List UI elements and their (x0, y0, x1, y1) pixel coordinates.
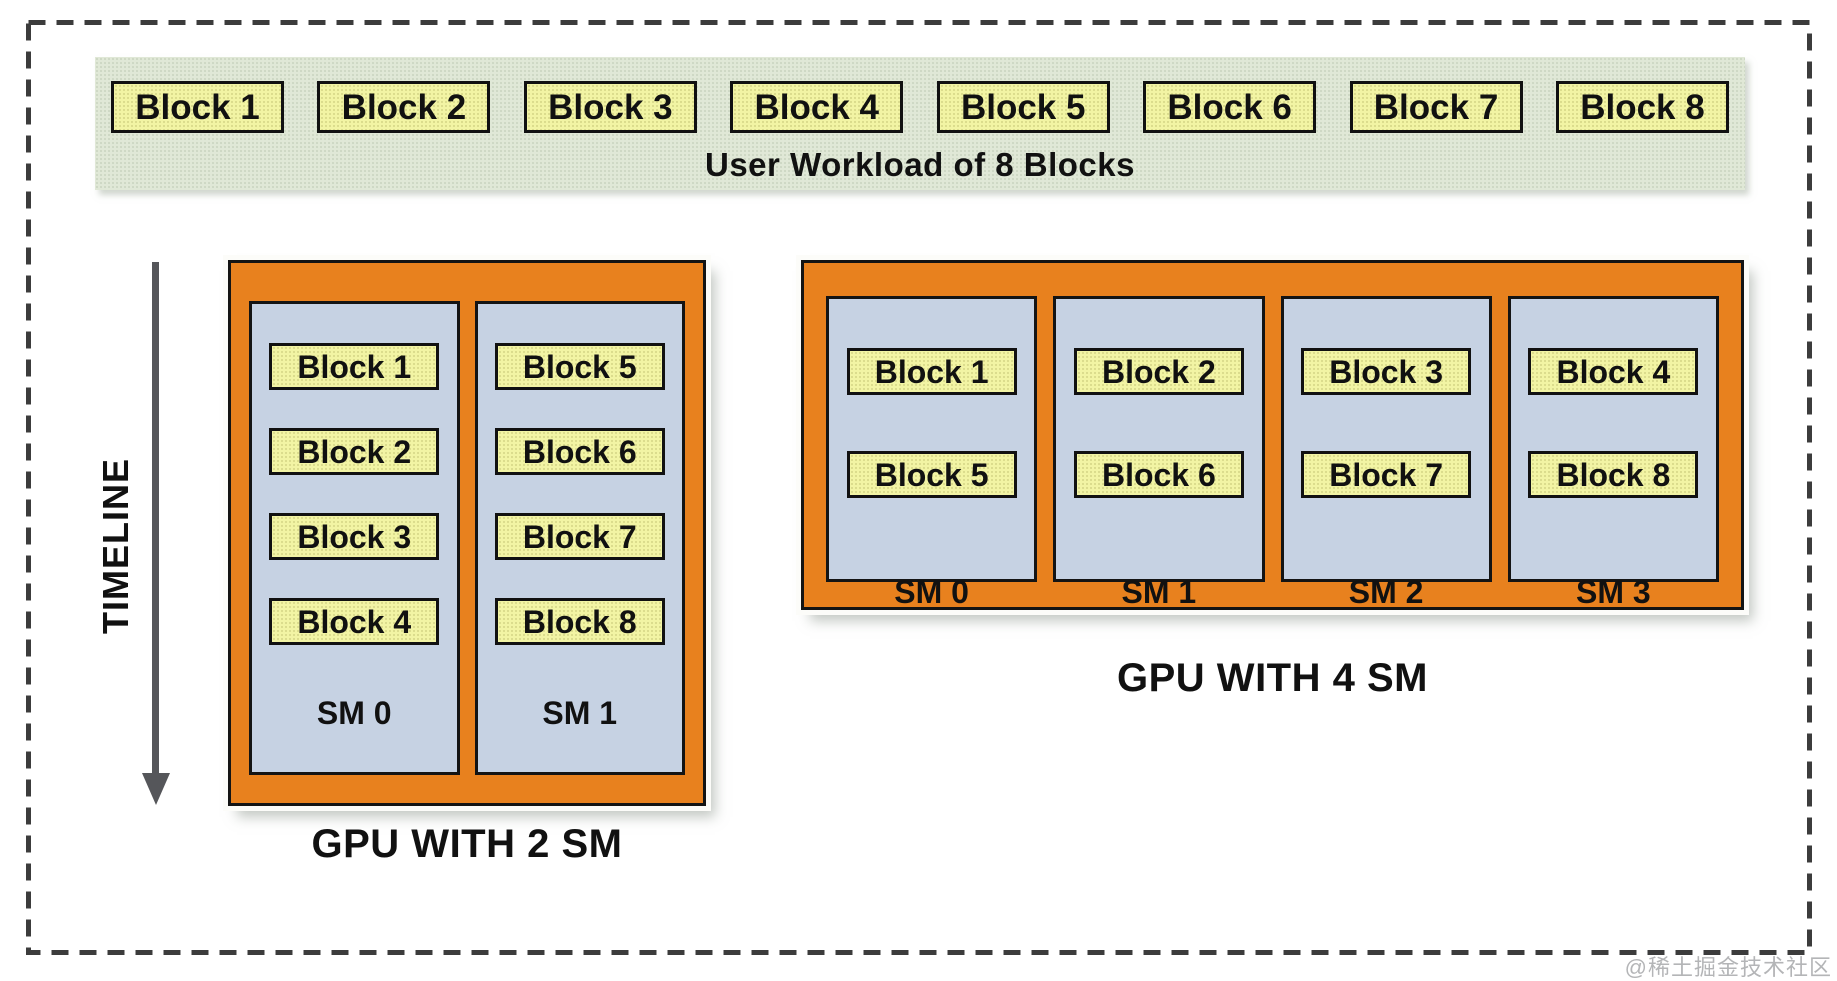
sm-block: Block 4 (1528, 348, 1699, 395)
workload-block: Block 8 (1555, 81, 1729, 133)
workload-banner: Block 1 Block 2 Block 3 Block 4 Block 5 … (95, 57, 1745, 190)
sm-block: Block 7 (494, 513, 665, 560)
sm-block: Block 6 (494, 428, 665, 475)
gpu-4sm-box: Block 1 Block 5 SM 0 Block 2 Block 6 SM … (801, 260, 1744, 610)
timeline-arrow-line (152, 262, 159, 773)
sm-label: SM 2 (1348, 574, 1424, 610)
sm-column-1: Block 2 Block 6 SM 1 (1053, 296, 1265, 608)
sm-label: SM 0 (894, 574, 969, 610)
gpu-2sm-box: Block 1 Block 2 Block 3 Block 4 SM 0 Blo… (228, 260, 706, 806)
sm-label: SM 1 (1121, 574, 1197, 610)
workload-block: Block 7 (1349, 81, 1523, 133)
sm-block: Block 3 (1301, 348, 1472, 395)
workload-block: Block 6 (1143, 81, 1317, 133)
sm-block: Block 5 (494, 343, 665, 390)
sm-block: Block 1 (846, 348, 1017, 395)
sm-column-3: Block 4 Block 8 SM 3 (1507, 296, 1719, 608)
timeline-label: TIMELINE (95, 458, 136, 634)
sm-block: Block 2 (269, 428, 440, 475)
arrow-down-icon (142, 773, 170, 805)
gpu-4sm-caption: GPU WITH 4 SM (1117, 656, 1428, 700)
workload-block: Block 1 (111, 81, 284, 133)
workload-block: Block 4 (730, 81, 904, 133)
sm-column-2: Block 3 Block 7 SM 2 (1280, 296, 1492, 608)
workload-block: Block 5 (936, 81, 1110, 133)
sm-block: Block 2 (1073, 348, 1244, 395)
sm-block: Block 6 (1073, 451, 1244, 498)
workload-blocks-row: Block 1 Block 2 Block 3 Block 4 Block 5 … (95, 57, 1745, 133)
sm-column-0: Block 1 Block 5 SM 0 (826, 296, 1038, 608)
watermark: @稀土掘金技术社区 (1624, 955, 1832, 980)
sm-label: SM 0 (316, 695, 392, 731)
workload-block: Block 3 (523, 81, 697, 133)
sm-block: Block 7 (1301, 451, 1472, 498)
sm-block: Block 3 (269, 513, 440, 560)
workload-block: Block 2 (317, 81, 491, 133)
sm-block: Block 5 (846, 451, 1017, 498)
sm-block: Block 1 (269, 343, 440, 390)
sm-block: Block 4 (269, 598, 440, 645)
sm-block: Block 8 (1528, 451, 1699, 498)
gpu-2sm-caption: GPU WITH 2 SM (311, 822, 623, 866)
sm-column-0: Block 1 Block 2 Block 3 Block 4 SM 0 (249, 301, 460, 775)
sm-column-1: Block 5 Block 6 Block 7 Block 8 SM 1 (474, 301, 685, 775)
workload-caption: User Workload of 8 Blocks (704, 146, 1135, 183)
sm-label: SM 1 (542, 695, 618, 731)
sm-label: SM 3 (1576, 574, 1651, 610)
sm-block: Block 8 (494, 598, 665, 645)
